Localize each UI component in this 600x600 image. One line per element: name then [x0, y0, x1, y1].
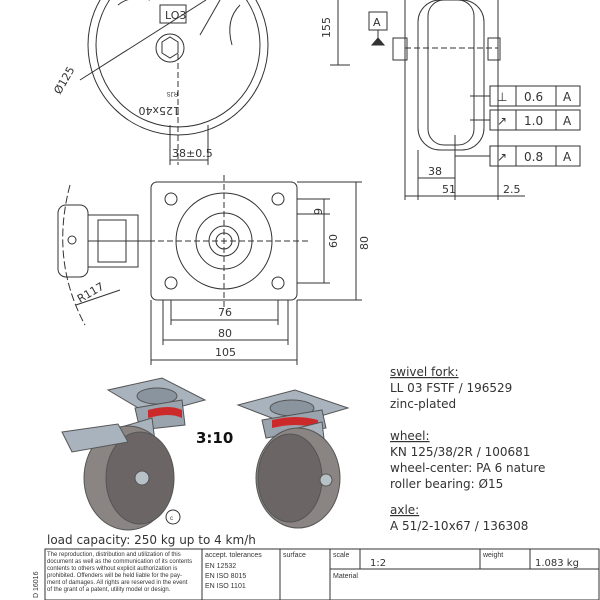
wheel-side-profile: [417, 0, 485, 151]
tol-1-symbol: ⊥: [497, 90, 507, 104]
dim-76: 76: [218, 306, 232, 319]
axle-nut: [161, 36, 179, 59]
dim-38-side: 38: [428, 165, 442, 178]
weight-value: 1.083 kg: [535, 558, 579, 569]
legal-line-1: The reproduction, distribution and utili…: [47, 552, 181, 558]
dim-155: 155: [320, 17, 333, 38]
standard-2: EN ISO 8015: [205, 573, 246, 580]
legal-line-4: prohibited. Offenders will be held liabl…: [47, 573, 182, 579]
dim-r117: R117: [75, 280, 106, 306]
material-label: Material: [333, 573, 358, 580]
tol-2-symbol: ↗: [497, 114, 507, 128]
spec-wheel-title: wheel:: [390, 429, 430, 443]
standard-1: EN 12532: [205, 563, 236, 570]
spec-axle-title: axle:: [390, 503, 419, 517]
dim-9: 9: [312, 208, 325, 215]
legal-line-5: ment of damages. All rights are reserved…: [47, 580, 188, 586]
dim-60: 60: [327, 234, 340, 248]
dim-80-horizontal: 80: [218, 327, 232, 340]
bolt-hole-tr: [271, 192, 285, 206]
dim-diam125: Ø125: [51, 64, 77, 96]
render2-red-band: [272, 417, 318, 428]
title-block-frame: [44, 548, 600, 600]
dim-80-vertical: 80: [358, 236, 371, 250]
spec-wheel-line3: roller bearing: Ø15: [390, 477, 503, 491]
spec-swivel-line1: LL 03 FSTF / 196529: [390, 381, 512, 395]
side-code: D 16016: [33, 571, 40, 598]
leader-line-hub: [199, 0, 221, 36]
tol-3-symbol: ↗: [497, 150, 507, 164]
render1-brake-pedal: [61, 423, 129, 453]
dim-38-tolerance: 38±0.5: [172, 147, 213, 160]
caster-render-plain: [236, 389, 350, 529]
legal-line-3: contents to others without explicit auth…: [47, 566, 177, 572]
tol-3-datum: A: [563, 150, 572, 164]
spec-swivel-title: swivel fork:: [390, 365, 459, 379]
brand-plate: [159, 4, 187, 24]
spec-wheel-line1: KN 125/38/2R / 100681: [390, 445, 530, 459]
wheel-spoke-arc: [117, 0, 150, 6]
caster-render-brake: [61, 377, 207, 531]
dim-105: 105: [215, 346, 236, 359]
tol-1-datum: A: [563, 90, 572, 104]
side-view: [368, 0, 581, 200]
spec-wheel-line2: wheel-center: PA 6 nature: [390, 461, 545, 475]
tol-3-value: 0.8: [524, 150, 543, 164]
hub-circle: [155, 33, 185, 63]
wheel-text-brand: RJS: [167, 90, 178, 96]
copyright-mark: c: [170, 516, 173, 522]
wheel-spoke-arc-right: [229, 4, 241, 46]
dim155-lines: [330, 0, 350, 66]
spec-swivel-line2: zinc-plated: [390, 397, 456, 411]
brake-button: [67, 235, 77, 245]
bolt-hole-bl: [164, 276, 178, 290]
render-scale: 3:10: [196, 429, 233, 447]
title-block: [44, 548, 600, 600]
render1-red-band: [148, 407, 182, 418]
wheel-text-size: 125x40: [138, 104, 180, 117]
datum-triangle: [370, 37, 386, 46]
label-lo3: LO3: [165, 9, 186, 22]
r117-leader: [75, 289, 121, 306]
scale-value: 1:2: [370, 558, 386, 569]
render1-axle: [134, 470, 150, 486]
load-capacity: load capacity: 250 kg up to 4 km/h: [47, 533, 256, 547]
wheel-side-inner: [427, 0, 475, 146]
spec-axle-line1: A 51/2-10x67 / 136308: [390, 519, 528, 533]
axle-nut-left: [392, 37, 408, 61]
legal-line-6: of the grant of a patent, utility model …: [47, 587, 171, 593]
surface-label: surface: [283, 552, 306, 559]
dim-2-5: 2.5: [503, 183, 521, 196]
dim-51: 51: [442, 183, 456, 196]
tol-2-value: 1.0: [524, 114, 543, 128]
tolerances-label: accept. tolerances: [205, 552, 262, 559]
wheel-front-view: [79, 0, 269, 165]
standard-3: EN ISO 1101: [205, 583, 246, 590]
bolt-hole-br: [271, 276, 285, 290]
tol-1-value: 0.6: [524, 90, 543, 104]
legal-line-2: document as well as the communication of…: [47, 559, 192, 565]
swivel-radius-arc: [62, 184, 86, 326]
leader-line-diameter: [79, 0, 207, 81]
render2-axle: [319, 473, 333, 487]
scale-label: scale: [333, 552, 349, 559]
specifications: swivel fork: LL 03 FSTF / 196529 zinc-pl…: [47, 365, 545, 547]
copyright-circle: [165, 509, 181, 525]
plate-view: [57, 175, 362, 365]
axle-nut-right: [487, 37, 501, 61]
bolt-hole-tl: [164, 192, 178, 206]
render2-wheel-face: [257, 433, 323, 523]
tol-2-datum: A: [563, 114, 572, 128]
datum-a-label: A: [373, 16, 381, 29]
weight-label: weight: [482, 552, 503, 559]
